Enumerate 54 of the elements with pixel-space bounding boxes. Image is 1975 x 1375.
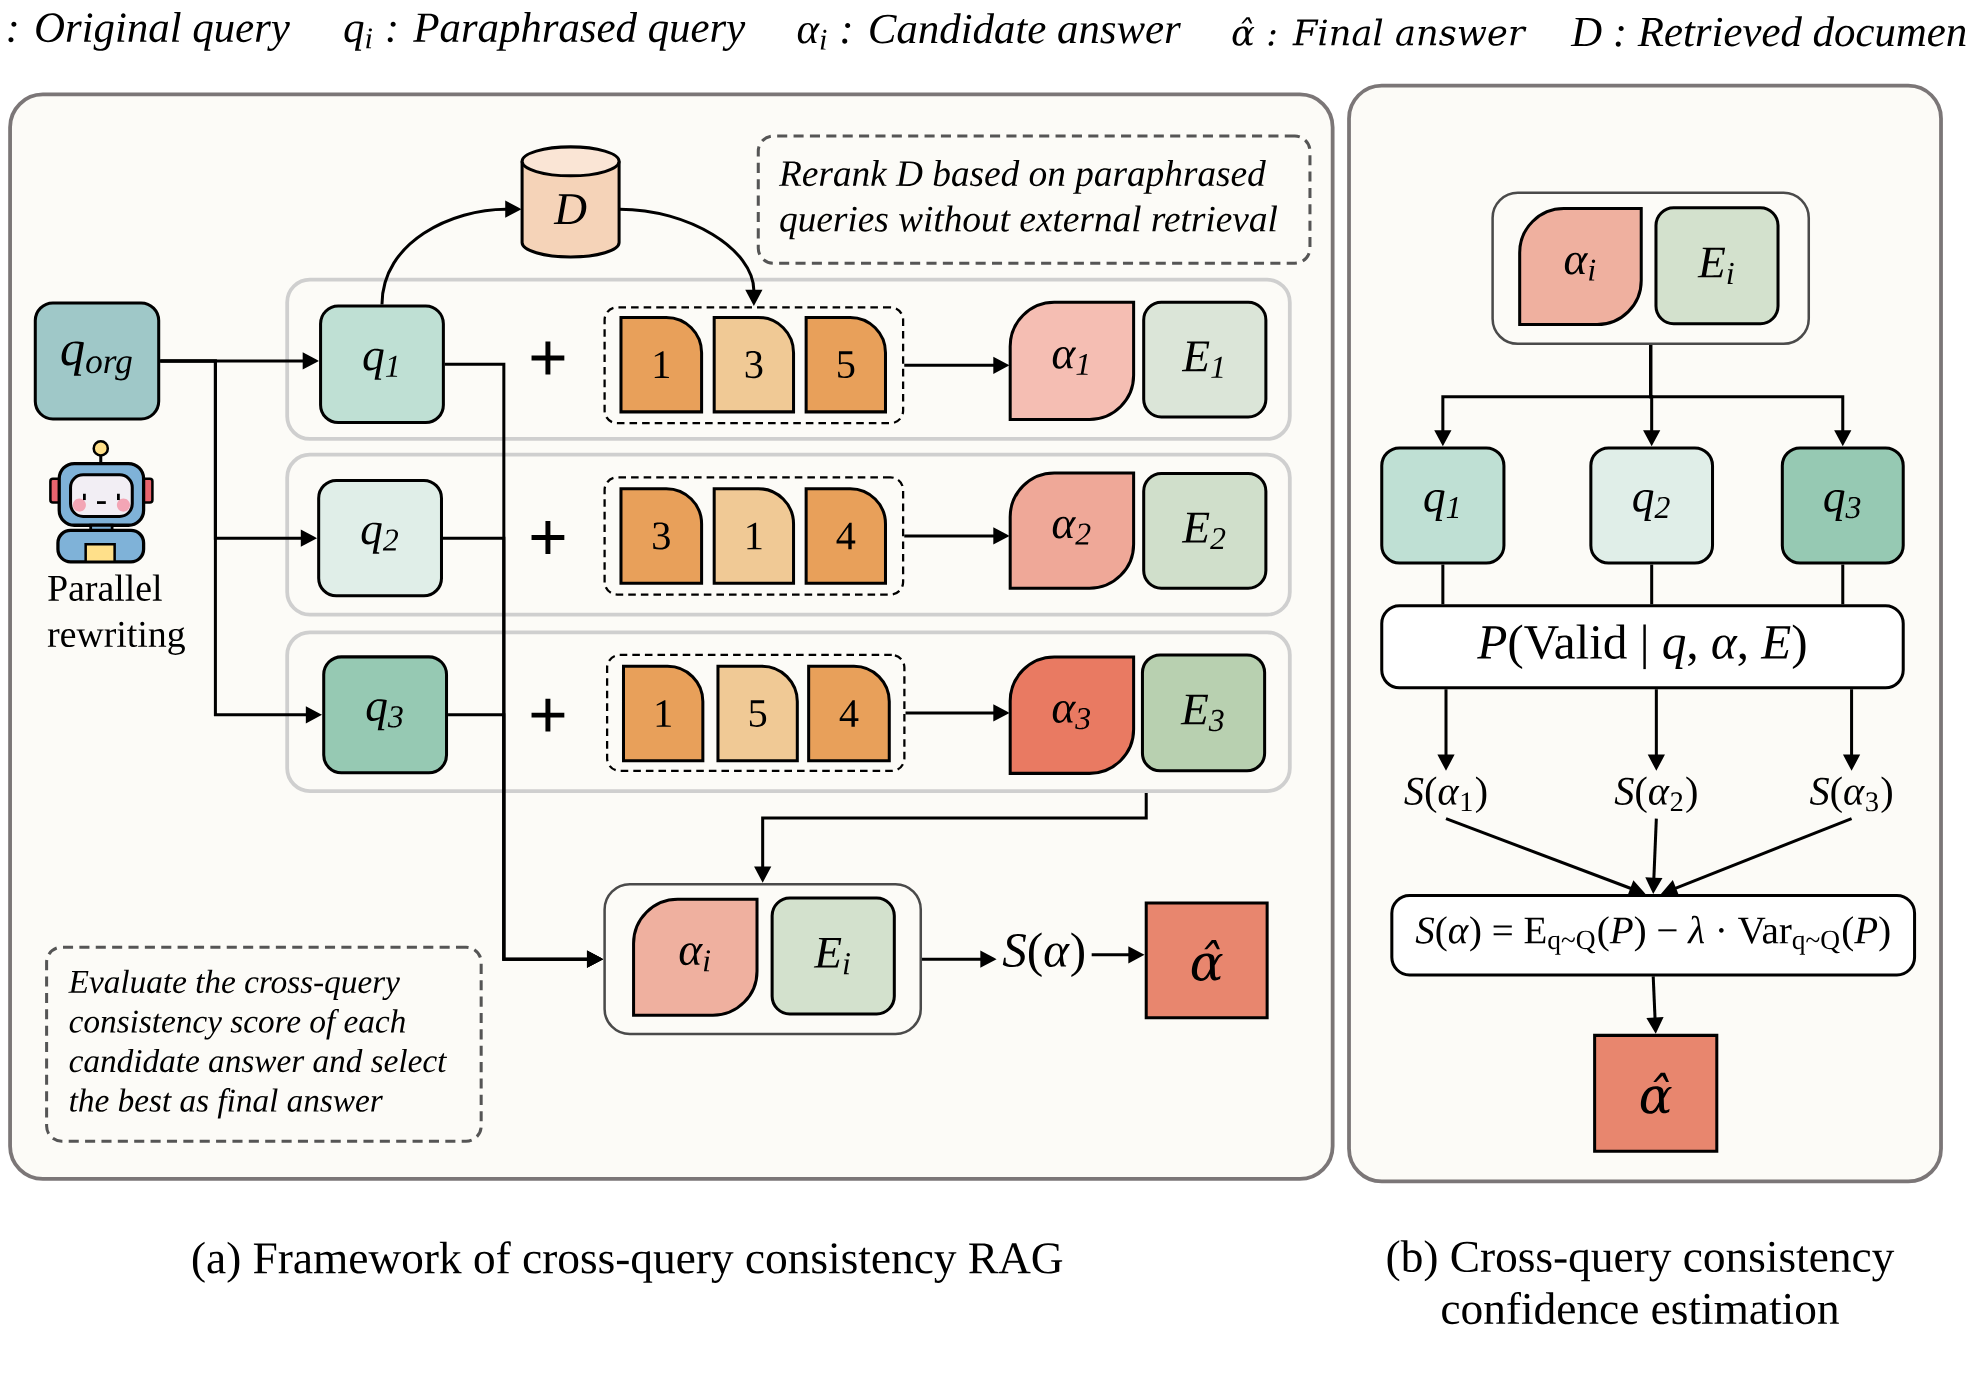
query-box: q$_{3}$ <box>322 655 449 775</box>
document-card: 1 <box>619 315 704 414</box>
document-card: 3 <box>619 487 704 585</box>
rounded-box: E$_{2}$ <box>1142 471 1268 590</box>
database-cylinder: D <box>520 145 621 259</box>
formula-text: S(α$_{2}$) <box>1614 776 1697 813</box>
leaf-box: α$_{i}$ <box>632 897 759 1017</box>
dashed-group <box>603 306 905 425</box>
leaf-box: α$_{1}$ <box>1008 300 1136 421</box>
query-box: q$_{2}$ <box>317 478 443 598</box>
formula-text: S(α) <box>1002 932 1084 977</box>
dashed-note: Evaluate the cross-query consistency score of each candidate answer and select the best as final answer <box>45 945 483 1143</box>
plus-sign: + <box>531 341 565 375</box>
document-card: 1 <box>712 487 796 585</box>
symbol-definition: α̂ : Final answer <box>1232 16 1527 46</box>
symbol-definition: α$_{i}$ : Candidate answer <box>797 13 1181 50</box>
leaf-box: α$_{2}$ <box>1008 471 1136 590</box>
rounded-box: E$_{i}$ <box>1654 206 1780 325</box>
symbol-definition: : Original query <box>8 11 290 51</box>
connector-line <box>1650 564 1654 605</box>
document-card: 3 <box>712 315 796 414</box>
panel-caption: (b) Cross-query consistency confidence estimation <box>1387 1240 1895 1325</box>
document-card: 1 <box>622 664 705 763</box>
result-box: α̂ <box>1593 1033 1719 1153</box>
symbol-definition: D : Retrieved documen <box>1570 16 1966 47</box>
query-box: q$_{org}$ <box>33 301 161 421</box>
dashed-group <box>603 476 905 596</box>
result-box: α̂ <box>1144 901 1269 1020</box>
plus-sign: + <box>531 520 565 554</box>
leaf-box: α$_{3}$ <box>1008 655 1136 775</box>
plus-sign: + <box>531 698 565 732</box>
dashed-note: Rerank D based on paraphrased queries without external retrieval <box>756 134 1312 265</box>
query-box: q$_{2}$ <box>1589 446 1715 565</box>
rounded-box: E$_{1}$ <box>1142 300 1268 419</box>
formula-text: S(α$_{3}$) <box>1809 776 1892 813</box>
symbol-definition: q$_{i}$ : Paraphrased query <box>344 11 746 51</box>
query-box: q$_{3}$ <box>1780 446 1905 565</box>
query-box: q$_{1}$ <box>319 304 445 424</box>
formula-text: S(α$_{1}$) <box>1404 776 1487 813</box>
formula-box: P(Valid | q, α, E) <box>1380 604 1905 689</box>
leaf-box: α$_{i}$ <box>1518 206 1643 326</box>
robot-caption: Parallel rewriting <box>47 574 185 655</box>
panel-caption: (a) Framework of cross-query consistency RAG <box>192 1241 1063 1283</box>
document-card: 5 <box>716 664 799 763</box>
formula-box: S(α) = E$_{q~Q}$(P) − λ · Var$_{q~Q}$(P) <box>1390 893 1917 977</box>
document-card: 4 <box>804 487 887 585</box>
query-box: q$_{1}$ <box>1380 446 1506 565</box>
rounded-box: E$_{3}$ <box>1140 653 1267 773</box>
document-card: 4 <box>807 664 891 763</box>
rounded-box: E$_{i}$ <box>770 896 896 1016</box>
dashed-group <box>606 653 906 772</box>
connector-line <box>1441 564 1445 605</box>
document-card: 5 <box>804 315 887 414</box>
connector-line <box>1841 564 1845 605</box>
